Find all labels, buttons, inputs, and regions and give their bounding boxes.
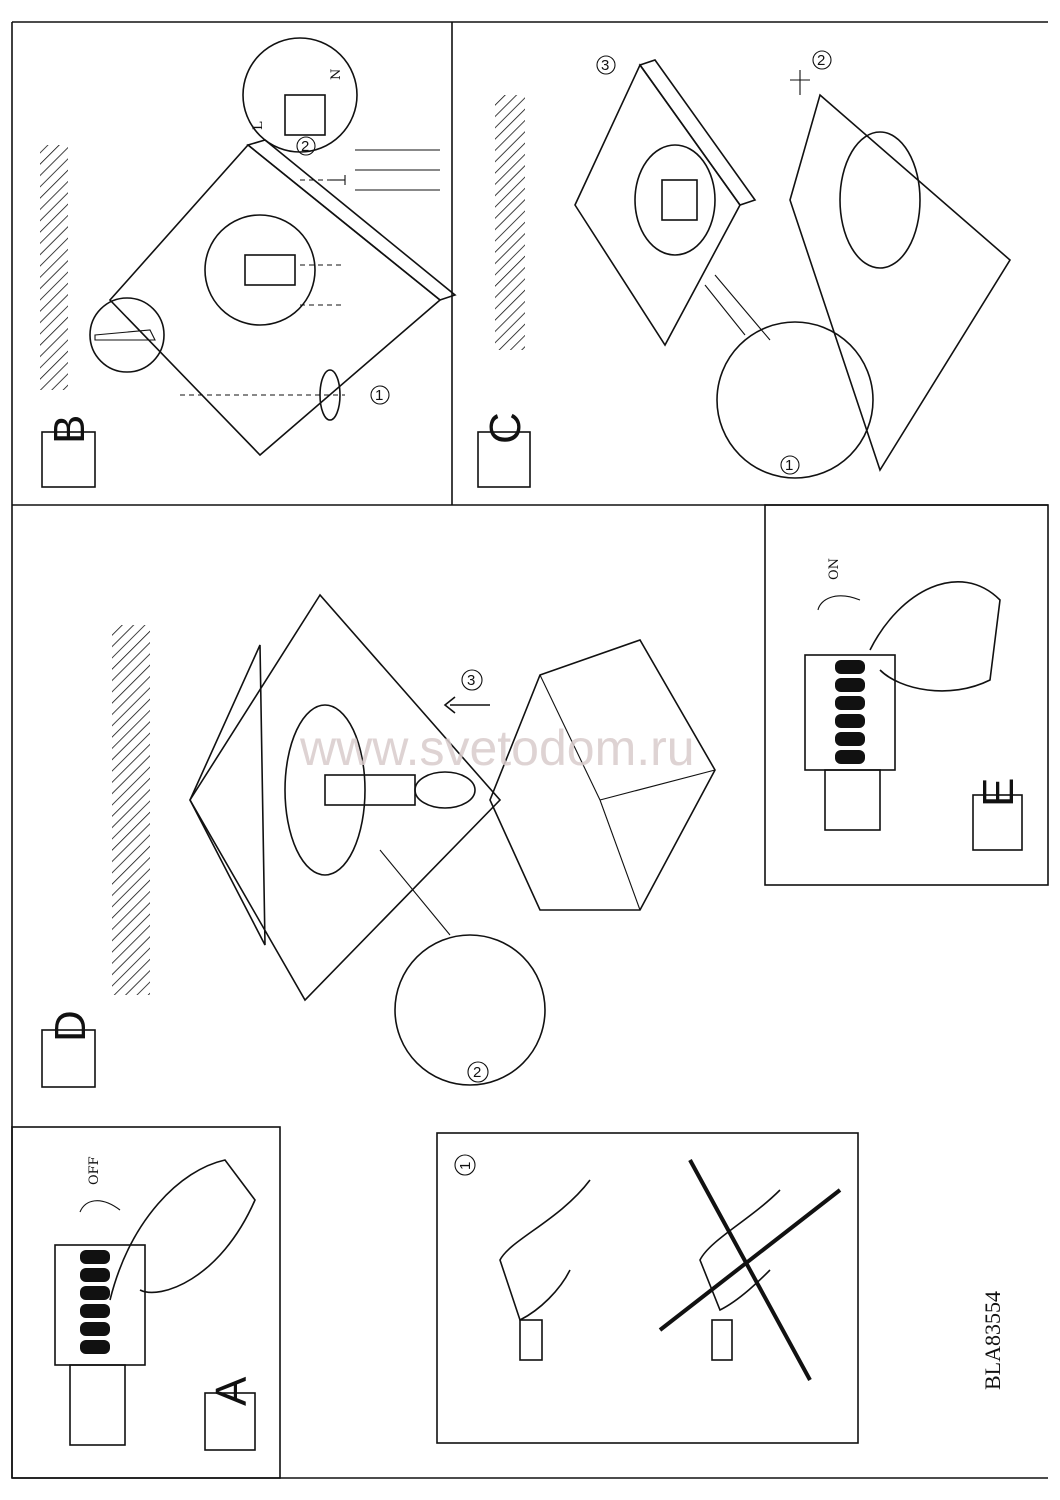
ceiling-hatch	[40, 145, 68, 390]
arrow-icon	[443, 696, 490, 714]
cross-icon	[688, 1159, 812, 1381]
panel-d: 3 2 D	[41, 593, 716, 1088]
bulb	[414, 771, 476, 809]
bulb-correct	[519, 1319, 543, 1361]
step-number: 1	[375, 387, 383, 404]
switch-off-label: OFF	[87, 1156, 102, 1185]
clip-detail-circle	[394, 934, 546, 1086]
step-number: 2	[301, 138, 309, 155]
panel-a-label-box	[204, 1392, 256, 1451]
step-number: 2	[473, 1064, 481, 1081]
panel-c: 2 3 1 C	[477, 50, 1012, 488]
ceiling-hatch	[495, 95, 525, 350]
step-number: 1	[457, 1162, 474, 1170]
clip-detail-circle	[716, 321, 874, 479]
watermark: www.svetodom.ru	[299, 720, 695, 776]
panel-a-box	[11, 1126, 281, 1479]
hand	[109, 1159, 256, 1301]
panel-e-label: E	[974, 778, 1023, 807]
panel-bulb-handling: 1	[454, 1154, 842, 1381]
wall-plug-detail-circle	[89, 297, 165, 373]
rotate-arrow-icon	[817, 595, 861, 611]
step-number: 2	[817, 52, 825, 69]
panel-bulb-box	[436, 1132, 859, 1444]
switch-on-label: ON	[827, 558, 842, 580]
terminal-label: L	[251, 121, 266, 130]
model-code: BLA83554	[980, 1291, 1005, 1390]
panel-a-label: A	[207, 1376, 256, 1406]
step-number: 3	[467, 672, 475, 689]
cover-plate	[789, 93, 1012, 472]
ceiling-hatch	[112, 625, 150, 995]
rotate-arrow-icon	[79, 1200, 121, 1213]
panel-d-label: D	[46, 1010, 95, 1042]
hand-with-glove	[499, 1179, 591, 1322]
panel-b: 1 2 L N B	[40, 37, 457, 488]
hand	[869, 581, 1001, 692]
bulb-incorrect	[711, 1319, 733, 1361]
rotate-arrow-icon	[319, 369, 341, 421]
arrow-icon	[790, 70, 810, 95]
panel-borders	[11, 21, 1049, 1479]
panel-b-label: B	[45, 415, 94, 444]
panel-e: ON E	[804, 558, 1023, 851]
panel-a: OFF A	[54, 1156, 256, 1451]
step-number: 1	[785, 457, 793, 474]
terminal-label: N	[329, 69, 344, 80]
panel-e-label-box	[972, 794, 1023, 851]
panel-b-label-box	[41, 431, 96, 488]
panel-c-label-box	[477, 431, 531, 488]
panel-e-box	[764, 504, 1049, 886]
mounting-plate	[189, 593, 502, 1002]
step-number: 3	[601, 57, 609, 74]
mounting-plate	[108, 143, 442, 457]
panel-d-label-box	[41, 1029, 96, 1088]
panel-c-label: C	[481, 412, 530, 444]
